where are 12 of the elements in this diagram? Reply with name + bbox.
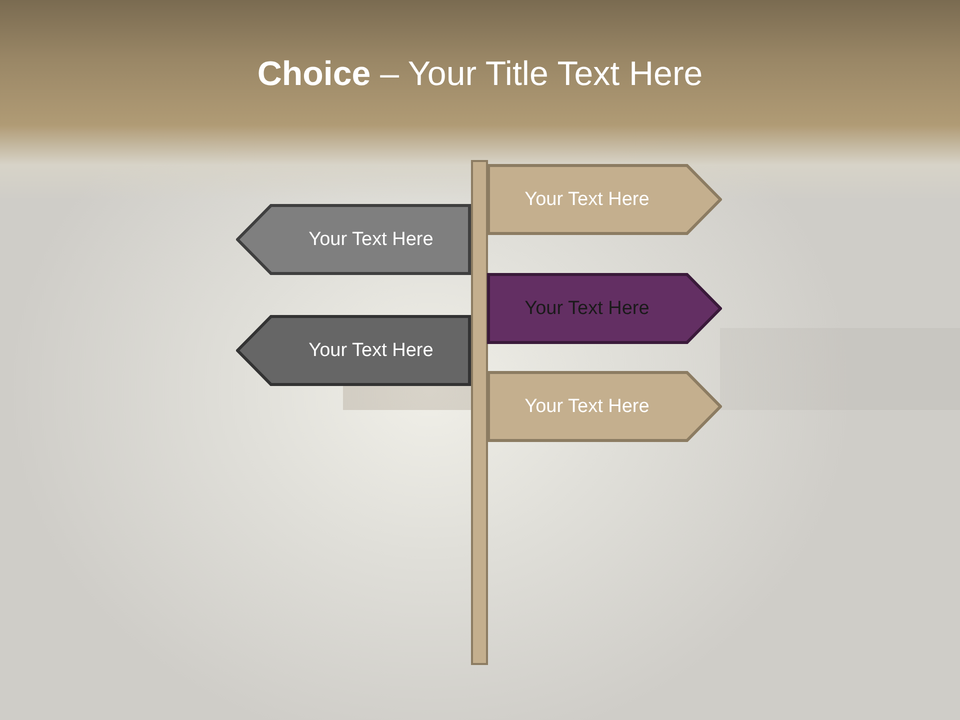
direction-sign — [236, 315, 471, 386]
sign-label: Your Text Here — [524, 394, 650, 418]
direction-sign — [487, 164, 722, 235]
direction-sign — [236, 204, 471, 275]
direction-sign — [487, 371, 722, 442]
sign-label: Your Text Here — [524, 296, 650, 320]
slide-title: Choice – Your Title Text Here — [257, 54, 703, 95]
signpost-pole — [471, 160, 488, 665]
sign-label: Your Text Here — [524, 188, 650, 212]
direction-sign — [487, 273, 722, 344]
sign-label: Your Text Here — [308, 228, 434, 252]
sign-label: Your Text Here — [308, 338, 434, 362]
